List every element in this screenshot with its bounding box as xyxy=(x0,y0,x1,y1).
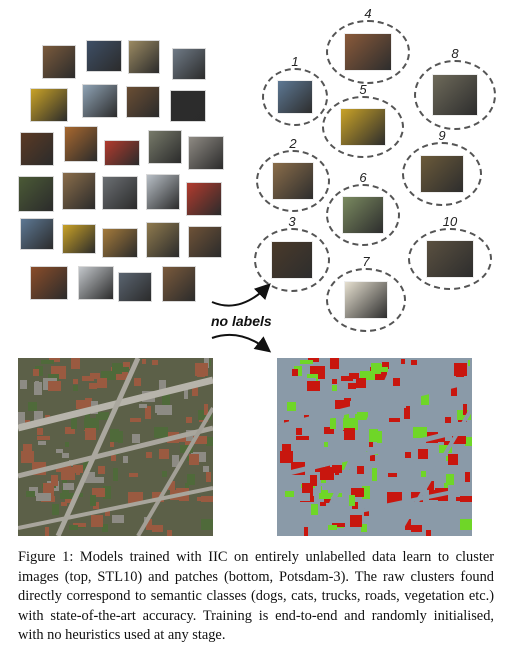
cluster-ellipse xyxy=(322,96,404,158)
cluster-image xyxy=(340,108,386,146)
segmentation-map xyxy=(277,358,472,536)
thumbnail-image xyxy=(102,176,138,210)
thumbnail-image xyxy=(148,130,182,164)
arrow-bottom-icon xyxy=(211,334,272,353)
cluster-ellipse xyxy=(254,228,330,292)
thumbnail-image xyxy=(162,266,196,302)
arrow-top-icon xyxy=(211,283,271,307)
cluster-ellipse xyxy=(262,68,328,126)
cluster-number: 6 xyxy=(359,170,367,185)
thumbnail-image xyxy=(78,266,114,300)
cluster-number: 1 xyxy=(291,54,299,69)
cluster-number: 8 xyxy=(451,46,459,61)
thumbnail-image xyxy=(146,222,180,258)
cluster-ellipse xyxy=(414,60,496,130)
cluster-number: 5 xyxy=(359,82,367,97)
cluster-ellipse xyxy=(326,184,400,246)
cluster-number: 3 xyxy=(288,214,296,229)
thumbnail-image xyxy=(18,176,54,212)
aerial-photo xyxy=(18,358,213,536)
thumbnail-image xyxy=(82,84,118,118)
cluster-image xyxy=(426,240,474,278)
no-labels-label: no labels xyxy=(211,313,272,329)
thumbnail-image xyxy=(64,126,98,162)
figure-caption: Figure 1: Models trained with IIC on ent… xyxy=(18,549,494,644)
thumbnail-image xyxy=(128,40,160,74)
thumbnail-image xyxy=(172,48,206,80)
cluster-ellipse xyxy=(326,268,406,332)
cluster-number: 9 xyxy=(438,128,446,143)
thumbnail-image xyxy=(146,174,180,210)
thumbnail-image xyxy=(62,224,96,254)
cluster-number: 10 xyxy=(442,214,458,229)
thumbnail-image xyxy=(20,132,54,166)
thumbnail-image xyxy=(86,40,122,72)
thumbnail-image xyxy=(30,88,68,122)
thumbnail-image xyxy=(104,140,140,166)
cluster-image xyxy=(276,79,314,115)
thumbnail-image xyxy=(126,86,160,118)
cluster-image xyxy=(342,196,384,234)
thumbnail-image xyxy=(118,272,152,302)
cluster-number: 4 xyxy=(364,6,372,21)
cluster-ellipse xyxy=(408,228,492,290)
cluster-image xyxy=(343,280,389,320)
cluster-image xyxy=(432,74,478,116)
cluster-image xyxy=(270,240,314,280)
thumbnail-image xyxy=(102,228,138,258)
thumbnail-image xyxy=(188,136,224,170)
thumbnail-image xyxy=(20,218,54,250)
cluster-ellipse xyxy=(326,20,410,84)
cluster-number: 2 xyxy=(289,136,297,151)
cluster-ellipse xyxy=(402,142,482,206)
cluster-number: 7 xyxy=(362,254,370,269)
cluster-ellipse xyxy=(256,150,330,212)
thumbnail-image xyxy=(30,266,68,300)
thumbnail-image xyxy=(62,172,96,210)
thumbnail-image xyxy=(42,45,76,79)
cluster-image xyxy=(272,162,314,200)
cluster-image xyxy=(344,32,392,72)
thumbnail-image xyxy=(170,90,206,122)
arrows xyxy=(211,283,272,353)
thumbnail-image xyxy=(188,226,222,258)
thumbnail-image xyxy=(186,182,222,216)
cluster-image xyxy=(419,154,465,194)
